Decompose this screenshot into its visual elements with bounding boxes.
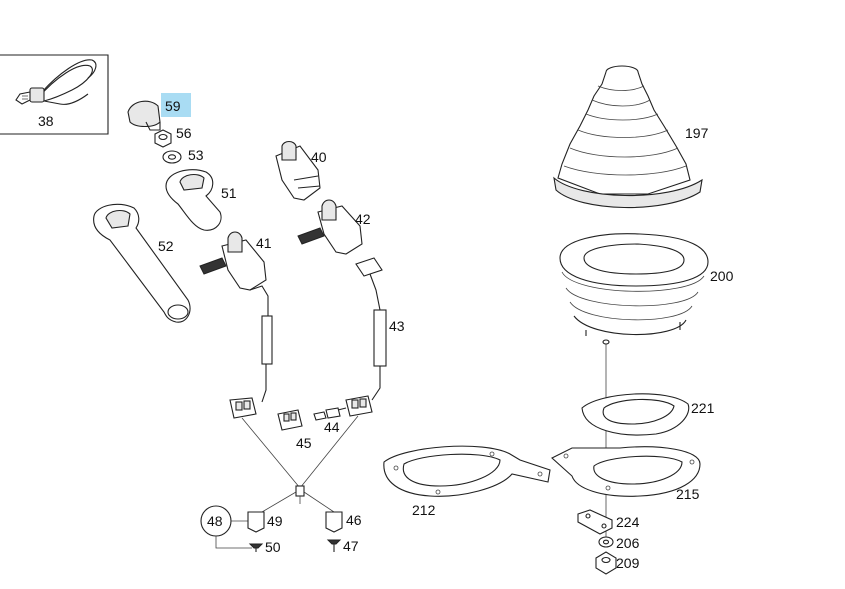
label-221[interactable]: 221: [691, 400, 715, 416]
part-197-boot: [553, 65, 703, 209]
label-42[interactable]: 42: [355, 211, 371, 227]
label-209[interactable]: 209: [616, 555, 640, 571]
label-215[interactable]: 215: [676, 486, 700, 502]
part-51-knob: [165, 169, 222, 231]
part-44-terminals: [313, 407, 347, 421]
part-200-boot: [559, 233, 709, 336]
part-40-switch: [275, 140, 321, 201]
part-215-plate: [551, 446, 701, 497]
label-200[interactable]: 200: [710, 268, 734, 284]
part-212-plate: [383, 445, 551, 497]
label-43[interactable]: 43: [389, 318, 405, 334]
part-45-connector: [277, 409, 303, 431]
label-49[interactable]: 49: [267, 513, 283, 529]
label-50[interactable]: 50: [265, 539, 281, 555]
connector-right: [345, 395, 373, 417]
part-221-gasket: [581, 393, 690, 436]
part-46-housing: [325, 511, 343, 533]
label-40[interactable]: 40: [311, 149, 327, 165]
label-53[interactable]: 53: [188, 147, 204, 163]
part-209-nut: [595, 551, 617, 575]
part-43-cable: [369, 273, 387, 401]
part-48-group: [200, 505, 252, 549]
label-206[interactable]: 206: [616, 535, 640, 551]
part-42-switch: [297, 199, 383, 277]
part-41-switch: [199, 231, 273, 403]
part-56-nut: [154, 129, 172, 148]
label-224[interactable]: 224: [616, 514, 640, 530]
wiring-leaders: [241, 415, 359, 513]
label-44[interactable]: 44: [324, 419, 340, 435]
center-leader: [602, 339, 610, 540]
part-47-pin: [326, 539, 342, 552]
label-41[interactable]: 41: [256, 235, 272, 251]
part-224-bracket: [577, 509, 613, 535]
label-46[interactable]: 46: [346, 512, 362, 528]
label-48[interactable]: 48: [207, 513, 223, 529]
part-49-housing: [247, 511, 265, 533]
inset-box-38: [0, 54, 109, 135]
label-47[interactable]: 47: [343, 538, 359, 554]
label-38[interactable]: 38: [38, 113, 54, 129]
part-52-lever: [93, 203, 191, 323]
part-206-washer: [598, 536, 614, 548]
label-51[interactable]: 51: [221, 185, 237, 201]
label-212[interactable]: 212: [412, 502, 436, 518]
label-197[interactable]: 197: [685, 125, 709, 141]
part-50-pin: [248, 543, 264, 552]
part-53-washer: [162, 150, 182, 164]
highlight-59: [161, 93, 191, 117]
label-56[interactable]: 56: [176, 125, 192, 141]
label-52[interactable]: 52: [158, 238, 174, 254]
label-59[interactable]: 59: [165, 98, 181, 114]
connector-left: [229, 397, 257, 419]
label-45[interactable]: 45: [296, 435, 312, 451]
cable-tie-drawing: [15, 59, 97, 105]
part-59-cap: [127, 100, 161, 131]
